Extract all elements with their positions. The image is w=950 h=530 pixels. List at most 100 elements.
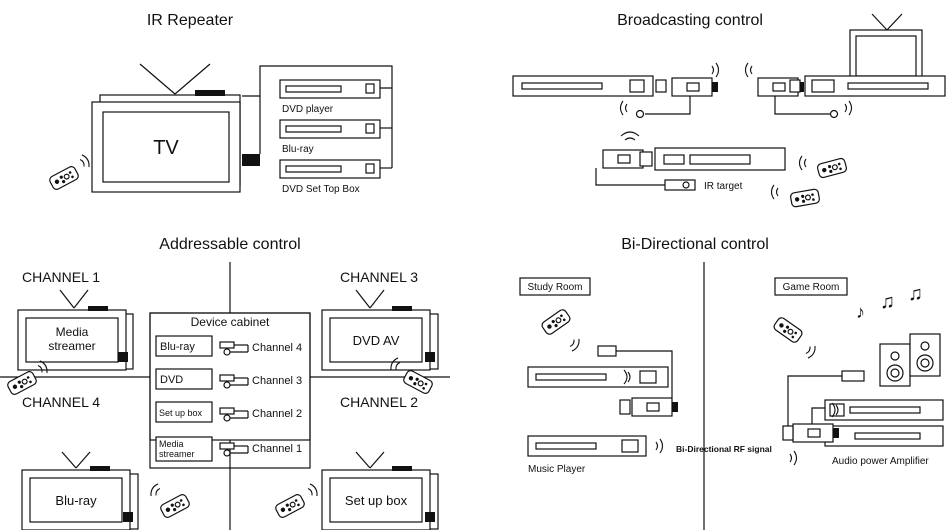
- svg-text:♫: ♫: [880, 291, 895, 313]
- audio-amplifier-top: [824, 399, 944, 421]
- cabinet-row: DVD Channel 3: [155, 368, 302, 390]
- ir-wave-icon: [77, 153, 92, 170]
- cabinet-channel-label: Channel 2: [252, 408, 302, 420]
- cabinet-device-label: Blu-ray: [160, 341, 195, 353]
- ir-repeater-panel: TV DVD player Blu-ray DVD Set Top Box: [47, 63, 393, 195]
- ir-blaster-icon: [631, 397, 679, 417]
- ir-eye-icon: [635, 109, 645, 119]
- tv-channel-4: Blu-ray: [21, 451, 139, 530]
- connector-icon: [619, 399, 631, 415]
- cabinet-channel-label: Channel 1: [252, 443, 302, 455]
- addressable-panel: CHANNEL 1 CHANNEL 3 CHANNEL 4 CHANNEL 2 …: [0, 262, 450, 530]
- game-room-tag: [774, 277, 848, 296]
- tv-antenna-icon: [139, 63, 211, 95]
- blu-ray-device: Blu-ray: [279, 119, 381, 155]
- device-cabinet-outline: [149, 312, 311, 469]
- audio-amplifier-bottom: [824, 425, 944, 447]
- ir-blaster-icon: [792, 423, 840, 443]
- ir-wave-icon: [789, 450, 798, 466]
- tv-screen: [102, 111, 230, 183]
- ir-target-label: IR target: [704, 181, 743, 192]
- remote-control-icon: [5, 369, 39, 397]
- remote-control-icon: [789, 188, 821, 208]
- amplifier-label: Audio power Amplifier: [832, 456, 929, 467]
- wireless-signal-icon: [620, 131, 640, 141]
- cabinet-device-label: Set up box: [159, 408, 203, 418]
- ir-repeater-title: IR Repeater: [146, 12, 234, 29]
- svg-text:♫: ♫: [908, 283, 923, 305]
- remote-control-icon: [401, 368, 435, 396]
- ir-emitter-block: [242, 154, 260, 166]
- ir-wave-icon: [770, 184, 779, 200]
- music-notes-icon: ♪ ♫ ♫: [856, 283, 923, 322]
- channel-1-label: CHANNEL 1: [22, 269, 100, 285]
- cabinet-row: Set up box Channel 2: [155, 401, 302, 423]
- ir-wave-icon: [798, 155, 807, 171]
- rf-signal-label: Bi-Directional RF signal: [676, 444, 772, 454]
- ir-wave-icon: [567, 336, 582, 353]
- tv-channel-2: Set up box: [321, 451, 439, 530]
- dvd-set-top-box-label: DVD Set Top Box: [282, 184, 360, 195]
- cabinet-channel-label: Channel 3: [252, 375, 302, 387]
- ir-wave-icon: [744, 62, 753, 78]
- tv-label: TV: [153, 137, 179, 159]
- bidirectional-panel: Study Room Game Room Music Player Bi-Dir…: [519, 262, 944, 530]
- speaker-icon: [879, 343, 911, 387]
- device-cabinet-title: Device cabinet: [191, 315, 270, 329]
- remote-control-icon: [816, 157, 848, 179]
- remote-control-icon: [47, 164, 81, 192]
- study-set-top-box: [527, 366, 669, 388]
- ir-wave-icon: [305, 482, 320, 499]
- svg-text:♪: ♪: [856, 302, 865, 322]
- connector-icon: [655, 79, 667, 93]
- small-tv-screen: [855, 35, 917, 77]
- set-top-box-right: [804, 75, 946, 97]
- game-room-label: Game Room: [783, 282, 840, 293]
- connector-icon: [789, 79, 801, 93]
- dvd-player-label: DVD player: [282, 104, 334, 115]
- ir-wave-icon: [711, 62, 720, 78]
- ir-wave-icon: [655, 438, 664, 454]
- ir-eye-icon: [597, 345, 617, 357]
- device-cabinet: Device cabinet Blu-ray Channel 4 DVD Cha…: [149, 312, 311, 441]
- ir-wave-icon: [619, 100, 628, 116]
- study-room-tag: [519, 277, 591, 296]
- tv-label-blu-ray: Blu-ray: [55, 493, 97, 508]
- dvd-set-top-box-device: DVD Set Top Box: [279, 159, 381, 195]
- tv-channel-3: DVD AV: [321, 289, 439, 371]
- ir-eye-icon: [829, 109, 839, 119]
- cabinet-channel-label: Channel 4: [252, 342, 302, 354]
- ir-wave-icon: [803, 343, 818, 360]
- speaker-icon: [909, 333, 941, 377]
- remote-control-icon: [273, 492, 307, 520]
- cabinet-device-label: DVD: [160, 374, 183, 386]
- bidirectional-control-title: Bi-Directional control: [621, 236, 769, 253]
- ir-receiver-bar: [195, 90, 225, 96]
- dvd-player-device: DVD player: [279, 79, 381, 115]
- channel-2-label: CHANNEL 2: [340, 394, 418, 410]
- music-player-label: Music Player: [528, 464, 586, 475]
- cabinet-row: Blu-ray Channel 4: [155, 335, 302, 357]
- blu-ray-label: Blu-ray: [282, 144, 314, 155]
- study-room-label: Study Room: [527, 282, 582, 293]
- connector-icon: [639, 151, 653, 167]
- remote-control-icon: [158, 492, 192, 520]
- set-top-box-center: [654, 147, 786, 171]
- channel-4-label: CHANNEL 4: [22, 394, 100, 410]
- remote-control-icon: [539, 307, 573, 337]
- channel-3-label: CHANNEL 3: [340, 269, 418, 285]
- tv-label-dvd-av: DVD AV: [353, 333, 400, 348]
- broadcasting-panel: IR target: [512, 13, 946, 208]
- connector-icon: [782, 425, 794, 441]
- ir-blaster-icon: [671, 77, 719, 97]
- tv-label-set-up-box: Set up box: [345, 493, 408, 508]
- addressable-control-title: Addressable control: [159, 236, 301, 253]
- ir-target-emitter: [664, 179, 696, 191]
- ir-wave-icon: [148, 482, 163, 499]
- set-top-box-left: [512, 75, 654, 97]
